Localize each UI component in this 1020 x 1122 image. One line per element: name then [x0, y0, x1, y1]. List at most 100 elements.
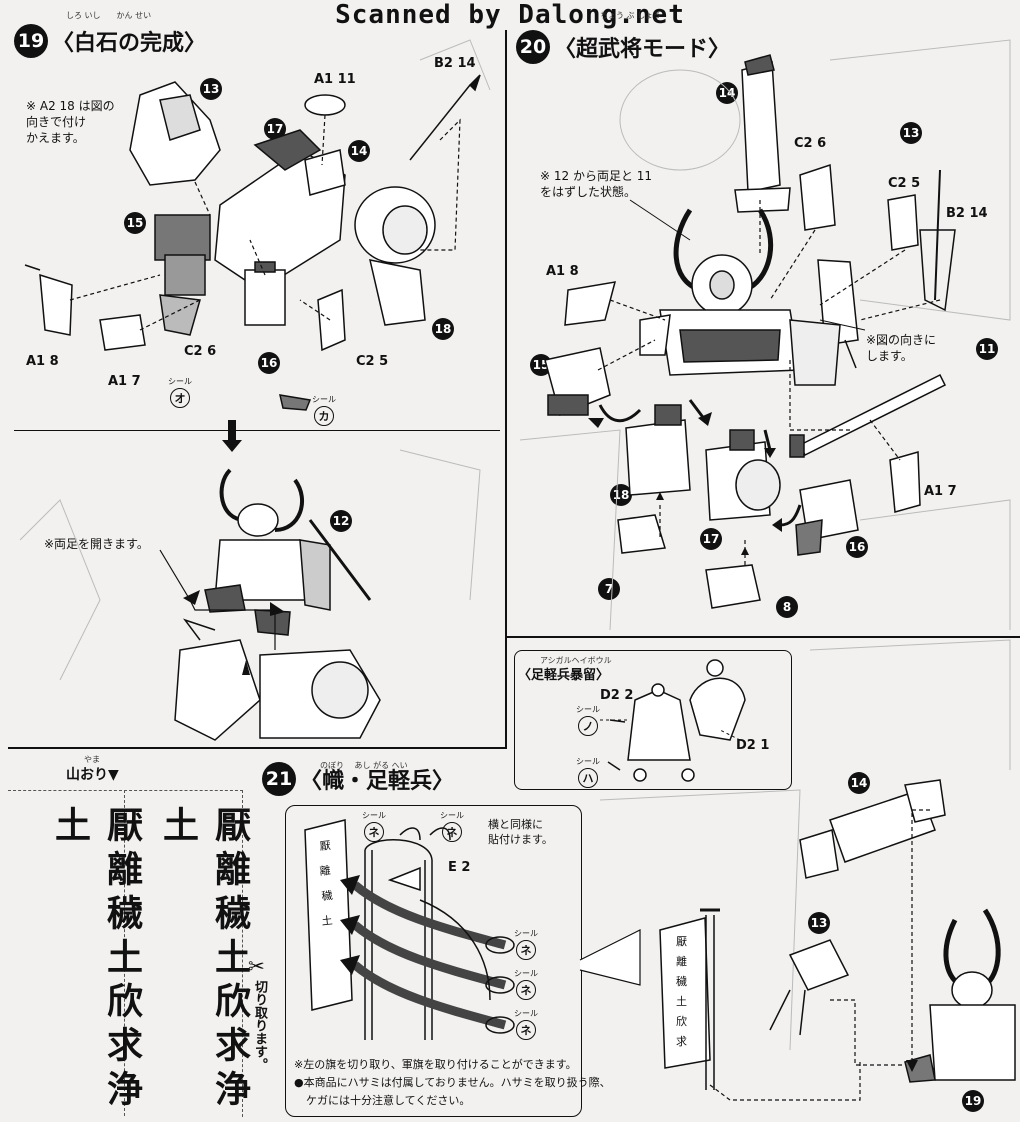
svg-text:土: 土: [676, 995, 687, 1008]
seal-ka-label: シール: [312, 395, 336, 404]
label-c2-6: C2 6: [184, 344, 217, 359]
fold-label: 山おり▼: [66, 767, 119, 783]
step21-footnote-1: ※左の旗を切り取り、軍旗を取り付けることができます。: [294, 1058, 577, 1071]
seal-ne-2-mark: ネ: [442, 822, 462, 842]
label-d2-1: D2 1: [736, 738, 770, 753]
svg-text:欣: 欣: [676, 1014, 687, 1028]
step19-ruby: しろ いし かん せい: [66, 11, 152, 20]
svg-text:離: 離: [319, 863, 331, 878]
part-11-marker-s20: 11: [976, 338, 998, 360]
watermark: Scanned by Dalong.net: [335, 0, 685, 30]
seal-ne-1-label: シール: [362, 811, 386, 820]
seal-o-label: シール: [168, 377, 192, 386]
part-15-marker: 15: [124, 212, 146, 234]
part-16-marker-s20: 16: [846, 536, 868, 558]
seal-ne-4-label: シール: [514, 969, 538, 978]
step21-header: 21 〈幟・足軽兵〉: [262, 762, 454, 796]
seal-ne-1-mark: ネ: [364, 822, 384, 842]
banner-text-right: 厭離穢土欣求浄土: [157, 806, 251, 1114]
step21-note-same: 横と同様に 貼付けます。: [488, 818, 553, 846]
seal-ha: シール ハ: [576, 756, 600, 788]
seal-ha-label: シール: [576, 757, 600, 766]
label-s20-c2-6: C2 6: [794, 136, 827, 151]
step19-header: 19 〈白石の完成〉: [14, 24, 206, 58]
seal-ne-4: シール ネ: [514, 968, 538, 1000]
step21-ruby: のぼり あし がる へい: [320, 761, 408, 770]
svg-text:土: 土: [321, 914, 333, 928]
svg-text:厭: 厭: [676, 935, 687, 948]
seal-ne-5-label: シール: [514, 1009, 538, 1018]
label-e2: E 2: [448, 860, 471, 875]
seal-ne-3-mark: ネ: [516, 940, 536, 960]
part-12-marker: 12: [330, 510, 352, 532]
part-14-marker: 14: [348, 140, 370, 162]
label-a1-8: A1 8: [26, 354, 59, 369]
part-17-marker: 17: [264, 118, 286, 140]
label-c2-5: C2 5: [356, 354, 389, 369]
seal-o: シール オ: [168, 376, 192, 408]
label-b2-14: B2 14: [434, 56, 476, 71]
label-d2-2: D2 2: [600, 688, 634, 703]
label-a1-7: A1 7: [108, 374, 141, 389]
cut-label: 切り取ります。: [252, 980, 267, 1071]
seal-ka-mark: カ: [314, 406, 334, 426]
step19-note2: ※両足を開きます。: [44, 537, 149, 551]
part-13-marker-s20: 13: [900, 122, 922, 144]
label-s20-a1-8: A1 8: [546, 264, 579, 279]
part-18-marker: 18: [432, 318, 454, 340]
scissors-icon: ✂: [248, 954, 265, 978]
part-13-marker: 13: [200, 78, 222, 100]
svg-text:厭: 厭: [319, 839, 331, 853]
step19-number: 19: [14, 24, 48, 58]
step19-note: ※ A2 18 は図の 向きで付け かえます。: [26, 99, 115, 146]
banner-fold-line: [124, 790, 125, 1116]
seal-ne-5: シール ネ: [514, 1008, 538, 1040]
part-8-marker-s20: 8: [776, 596, 798, 618]
seal-o-mark: オ: [170, 388, 190, 408]
part-13-marker-s21: 13: [808, 912, 830, 934]
seal-ne-4-mark: ネ: [516, 980, 536, 1000]
seal-ne-5-mark: ネ: [516, 1020, 536, 1040]
seal-ha-mark: ハ: [578, 768, 598, 788]
fold-ruby: やま: [84, 755, 100, 764]
step20-title: 〈超武将モード〉: [554, 37, 731, 62]
step20-note: ※ 12 から両足と 11 をはずした状態。: [540, 169, 653, 200]
seal-ne-2-label: シール: [440, 811, 464, 820]
step20-note2: ※図の向きに します。: [866, 333, 937, 364]
label-s20-a1-7: A1 7: [924, 484, 957, 499]
step21-footnote-2: ●本商品にハサミは付属しておりません。ハサミを取り扱う際、: [294, 1076, 611, 1089]
svg-text:穢: 穢: [676, 975, 687, 988]
step21-title: 〈幟・足軽兵〉: [300, 769, 455, 794]
step20-number: 20: [516, 30, 550, 64]
seal-no-mark: ノ: [578, 716, 598, 736]
part-19-marker-s21: 19: [962, 1090, 984, 1112]
seal-ne-1: シール ネ: [362, 810, 386, 842]
banner-text-left: 厭離穢土欣求浄土: [49, 806, 143, 1114]
part-16-marker: 16: [258, 352, 280, 374]
seal-ne-3-label: シール: [514, 929, 538, 938]
step19-title: 〈白石の完成〉: [52, 31, 207, 56]
divider-vertical-top: [505, 30, 507, 748]
step20-ruby: ちょう ぶ しょう: [600, 11, 662, 20]
part-14-marker-s20: 14: [716, 82, 738, 104]
label-a1-11: A1 11: [314, 72, 356, 87]
ashigaru-box: [514, 650, 792, 790]
part-7-marker-s20: 7: [598, 578, 620, 600]
label-s20-c2-5: C2 5: [888, 176, 921, 191]
svg-text:求: 求: [676, 1035, 687, 1048]
part-14-marker-s21: 14: [848, 772, 870, 794]
step20-header: 20 〈超武将モード〉: [516, 30, 730, 64]
svg-text:穢: 穢: [321, 889, 333, 903]
ashigaru-title: 〈足軽兵暴留〉: [518, 668, 610, 683]
divider-step19-inner: [14, 430, 500, 431]
seal-ne-2: シール ネ: [440, 810, 464, 842]
banner-sheet: [8, 790, 243, 1117]
label-s20-b2-14: B2 14: [946, 206, 988, 221]
divider-horizontal-right: [507, 636, 1020, 638]
seal-no: シール ノ: [576, 704, 600, 736]
part-17-marker-s20: 17: [700, 528, 722, 550]
